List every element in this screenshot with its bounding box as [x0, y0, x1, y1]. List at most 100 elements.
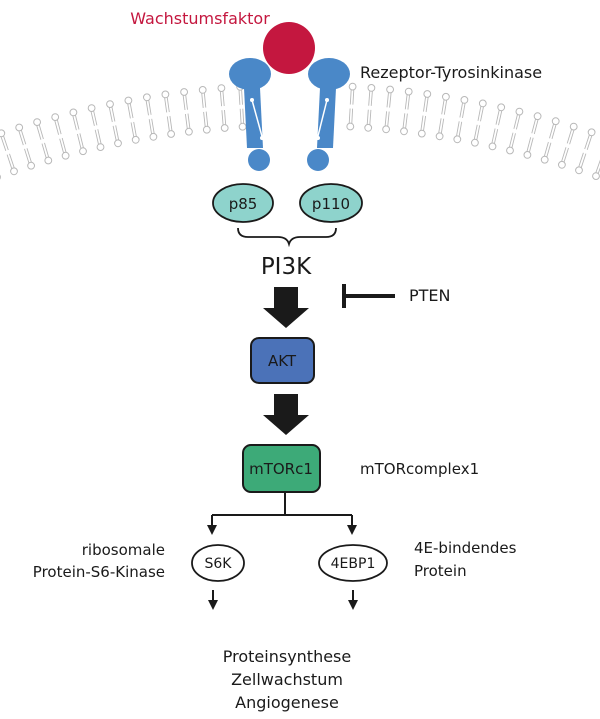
lipid-tail: [166, 115, 173, 132]
lipid-tail: [24, 148, 32, 164]
lipid-head: [558, 160, 566, 169]
lipid-head: [167, 130, 176, 138]
pten-label: PTEN: [409, 286, 451, 305]
lipid-head: [506, 146, 514, 155]
lipid-tail: [108, 106, 116, 123]
lipid-tail: [543, 141, 552, 158]
lipid-head: [400, 127, 408, 136]
s6k-description-line1: ribosomale: [82, 541, 165, 559]
lipid-head: [44, 156, 53, 165]
lipid-tail: [456, 121, 463, 137]
4ebp1-description-line1: 4E-bindendes: [414, 539, 517, 557]
lipid-tail: [566, 128, 575, 145]
lipid-head: [386, 85, 395, 94]
lipid-tail: [368, 90, 373, 106]
lipid-head: [180, 88, 189, 96]
lipid-tail: [549, 123, 557, 140]
lipid-head: [61, 151, 70, 160]
lipid-tail: [130, 121, 137, 138]
lipid-tail: [0, 135, 9, 151]
receptor-label: Rezeptor-Tyrosinkinase: [360, 63, 542, 82]
arrow-akt-to-mtorc1: [263, 394, 309, 435]
lipid-tail: [366, 109, 372, 125]
lipid-tail: [184, 113, 191, 129]
lipid-head: [460, 96, 469, 104]
lipid-head: [471, 138, 479, 147]
cell-membrane: [0, 82, 600, 181]
lipid-head: [435, 132, 444, 141]
lipid-tail: [402, 113, 408, 129]
lipid-head: [69, 108, 78, 117]
outcome-angiogenesis: Angiogenese: [235, 693, 339, 712]
s6k-node: S6K: [191, 544, 245, 582]
branch-arrows: [207, 493, 357, 535]
lipid-head: [131, 135, 140, 144]
lipid-head: [161, 90, 170, 99]
lipid-tail: [182, 94, 188, 111]
akt-label: AKT: [268, 352, 297, 370]
lipid-head: [367, 84, 376, 92]
lipid-head: [488, 142, 497, 151]
lipid-tail: [473, 124, 481, 141]
lipid-tail: [459, 102, 466, 118]
lipid-tail: [438, 118, 445, 134]
lipid-head: [96, 143, 105, 152]
lipid-tail: [477, 106, 484, 122]
lipid-tail: [531, 118, 539, 135]
lipid-tail: [127, 103, 134, 119]
lipid-head: [220, 124, 229, 132]
pi3k-brace: [237, 227, 337, 248]
downstream-arrows: [208, 590, 358, 610]
mtorc1-label: mTORc1: [249, 460, 313, 478]
lipid-head: [442, 92, 450, 101]
receptor-right-monomer: [307, 58, 350, 171]
lipid-head: [423, 90, 432, 98]
lipid-tail: [491, 128, 499, 144]
lipid-tail: [201, 92, 207, 108]
outcome-cell-growth: Zellwachstum: [231, 670, 343, 689]
p110-subunit: p110: [299, 183, 363, 223]
lipid-head: [533, 112, 542, 121]
lipid-head: [198, 86, 207, 94]
lipid-tail: [54, 119, 62, 135]
lipid-head: [569, 122, 578, 131]
lipid-tail: [76, 133, 84, 149]
lipid-tail: [90, 110, 98, 127]
lipid-head: [348, 82, 357, 91]
lipid-tail: [145, 99, 152, 116]
lipid-head: [0, 129, 6, 138]
lipid-head: [417, 129, 426, 138]
lipid-tail: [578, 152, 587, 168]
lipid-tail: [59, 137, 67, 154]
lipid-tail: [441, 99, 448, 115]
lipid-head: [202, 125, 211, 134]
mtor-complex-label: mTORcomplex1: [360, 460, 479, 478]
lipid-head: [364, 123, 373, 132]
lipid-tail: [495, 109, 503, 126]
lipid-head: [515, 107, 524, 116]
lipid-tail: [423, 96, 429, 113]
lipid-head: [575, 166, 583, 175]
p110-label: p110: [312, 195, 350, 213]
lipid-tail: [221, 109, 227, 126]
lipid-tail: [239, 108, 245, 124]
lipid-tail: [6, 153, 15, 169]
pi3k-label: PI3K: [261, 254, 312, 280]
lipid-head: [217, 84, 226, 92]
lipid-tail: [112, 125, 120, 141]
lipid-tail: [595, 159, 600, 174]
4ebp1-node: 4EBP1: [318, 544, 388, 582]
lipid-head: [15, 123, 24, 132]
lipid-head: [238, 122, 247, 131]
lipid-head: [523, 151, 532, 159]
mtorc1-box: mTORc1: [242, 444, 321, 493]
s6k-label: S6K: [205, 556, 233, 572]
lipid-head: [33, 118, 41, 126]
lipid-tail: [384, 111, 390, 127]
lipid-tail: [36, 124, 44, 140]
lipid-head: [540, 155, 549, 164]
lipid-head: [10, 167, 18, 176]
lipid-tail: [508, 132, 516, 149]
lipid-head: [185, 127, 193, 136]
lipid-tail: [561, 147, 569, 163]
